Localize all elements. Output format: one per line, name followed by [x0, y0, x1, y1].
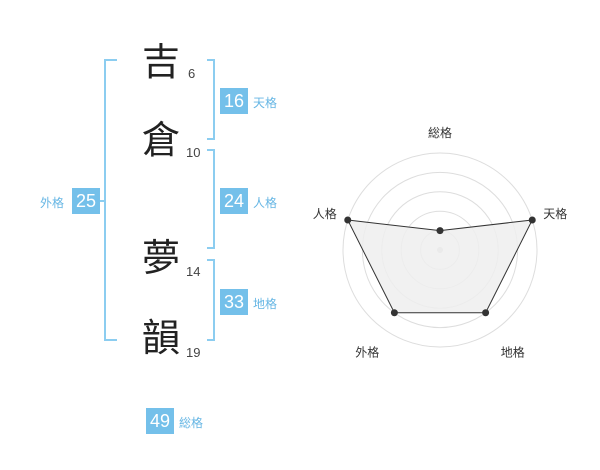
gaikaku-label: 外格 [40, 196, 65, 210]
radar-axis-label-5: 人格 [313, 206, 337, 221]
name-char-4: 韻 [141, 316, 180, 360]
chikaku-bracket [207, 259, 215, 341]
radar-point-3 [482, 309, 490, 317]
radar-point-2 [528, 216, 536, 224]
stroke-count-1: 6 [188, 66, 196, 81]
tenkaku-label: 天格 [253, 96, 278, 110]
tenkaku-bracket [207, 59, 215, 140]
soukaku-value-badge: 49 [146, 408, 174, 434]
stroke-count-2: 10 [186, 145, 201, 160]
jinkaku-value-badge: 24 [220, 188, 248, 214]
chikaku-value-badge: 33 [220, 289, 248, 315]
stroke-count-3: 14 [186, 264, 201, 279]
radar-value-polygon [346, 219, 534, 314]
radar-axis-label-3: 地格 [501, 345, 525, 360]
stroke-count-4: 19 [186, 345, 201, 360]
radar-point-4 [390, 309, 398, 317]
jinkaku-bracket [207, 149, 215, 249]
radar-axis-label-2: 天格 [543, 206, 567, 221]
name-char-2: 倉 [141, 118, 180, 162]
name-char-1: 吉 [141, 40, 180, 84]
radar-axis-label-1: 総格 [428, 125, 452, 140]
gaikaku-value-badge: 25 [72, 188, 100, 214]
radar-point-5 [344, 216, 352, 224]
radar-point-1 [436, 227, 444, 235]
chikaku-label: 地格 [253, 297, 278, 311]
radar-axis-label-4: 外格 [355, 345, 379, 360]
soukaku-label: 総格 [179, 416, 204, 430]
jinkaku-label: 人格 [253, 196, 278, 210]
radar-ring-5 [342, 152, 538, 348]
name-char-3: 夢 [141, 236, 180, 280]
tenkaku-value-badge: 16 [220, 88, 248, 114]
